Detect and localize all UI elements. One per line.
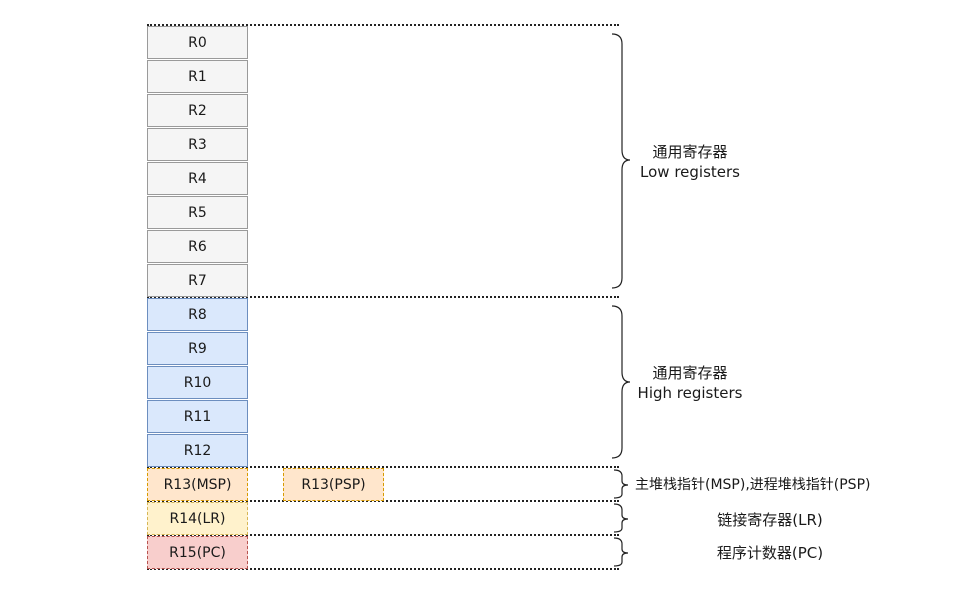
separator-low-high: [147, 296, 619, 298]
register-r11: R11: [147, 400, 248, 433]
register-r6: R6: [147, 230, 248, 263]
label-program-counter: 程序计数器(PC): [716, 544, 824, 562]
separator-high-sp: [147, 466, 619, 468]
label-link-register: 链接寄存器(LR): [717, 511, 823, 529]
label-stack-pointer: 主堆栈指针(MSP),进程堆栈指针(PSP): [635, 477, 871, 493]
register-r13-msp: R13(MSP): [147, 468, 248, 501]
register-r14-lr: R14(LR): [147, 502, 248, 535]
register-r7: R7: [147, 264, 248, 297]
brace-high-registers: [611, 305, 631, 459]
brace-low-registers: [611, 33, 631, 289]
label-high-registers-en: High registers: [637, 384, 743, 402]
brace-stack-pointer: [613, 469, 629, 499]
label-high-registers: 通用寄存器 High registers: [630, 363, 750, 403]
separator-top: [147, 24, 619, 26]
brace-program-counter: [613, 537, 629, 567]
label-high-registers-zh: 通用寄存器: [652, 364, 728, 382]
register-r5: R5: [147, 196, 248, 229]
separator-sp-lr: [147, 500, 619, 502]
register-r12: R12: [147, 434, 248, 467]
register-r2: R2: [147, 94, 248, 127]
label-low-registers-en: Low registers: [640, 163, 740, 181]
register-r13-psp: R13(PSP): [283, 468, 384, 501]
register-r10: R10: [147, 366, 248, 399]
label-low-registers: 通用寄存器 Low registers: [630, 142, 750, 182]
register-r15-pc: R15(PC): [147, 536, 248, 569]
separator-lr-pc: [147, 534, 619, 536]
brace-link-register: [613, 503, 629, 533]
register-r4: R4: [147, 162, 248, 195]
register-r1: R1: [147, 60, 248, 93]
register-r8: R8: [147, 298, 248, 331]
register-r3: R3: [147, 128, 248, 161]
label-low-registers-zh: 通用寄存器: [652, 143, 728, 161]
separator-bottom: [147, 568, 619, 570]
register-r9: R9: [147, 332, 248, 365]
register-r0: R0: [147, 26, 248, 59]
